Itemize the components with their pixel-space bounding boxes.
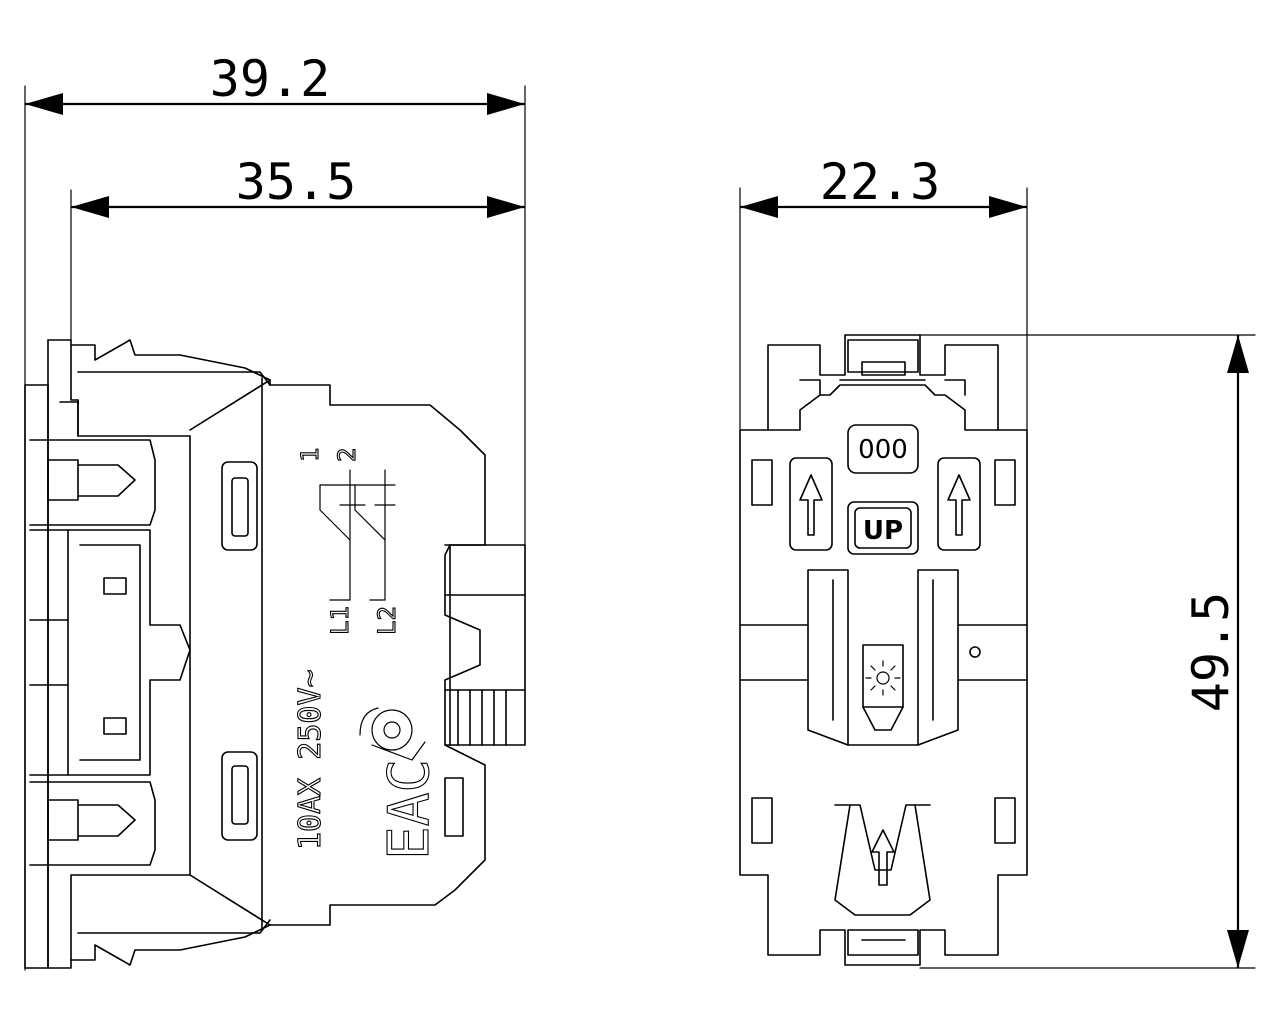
dimension-overall-width: 39.2 xyxy=(24,50,526,971)
up-label: UP xyxy=(863,516,903,546)
dimension-label-height: 49.5 xyxy=(1182,592,1240,712)
dimension-label-body-width: 35.5 xyxy=(236,153,356,211)
dimension-label-overall-width: 39.2 xyxy=(210,50,330,108)
terminal-label-2: 2 xyxy=(333,448,361,462)
dimension-body-width: 35.5 xyxy=(70,153,525,341)
lamp-icon xyxy=(862,644,904,731)
up-arrow-icon-right xyxy=(937,457,981,551)
terminal-label-l1: L1 xyxy=(326,606,354,635)
cert-mark-eac: EAC xyxy=(377,759,442,860)
switch-symbol xyxy=(319,469,396,601)
front-view: 000 UP xyxy=(739,334,1028,966)
code-label: 000 xyxy=(858,435,908,465)
rating-text: 10AX 250V~ xyxy=(293,669,328,850)
side-view: 1 2 L1 L2 10AX 250V~ EAC xyxy=(24,339,526,969)
dimension-height: 49.5 xyxy=(919,334,1256,969)
terminal-label-1: 1 xyxy=(296,448,324,462)
cert-logo-icon xyxy=(359,707,426,761)
up-arrow-icon-left xyxy=(789,457,833,551)
dimension-front-width: 22.3 xyxy=(739,153,1028,431)
dimension-label-front-width: 22.3 xyxy=(820,153,940,211)
terminal-label-l2: L2 xyxy=(373,606,401,635)
